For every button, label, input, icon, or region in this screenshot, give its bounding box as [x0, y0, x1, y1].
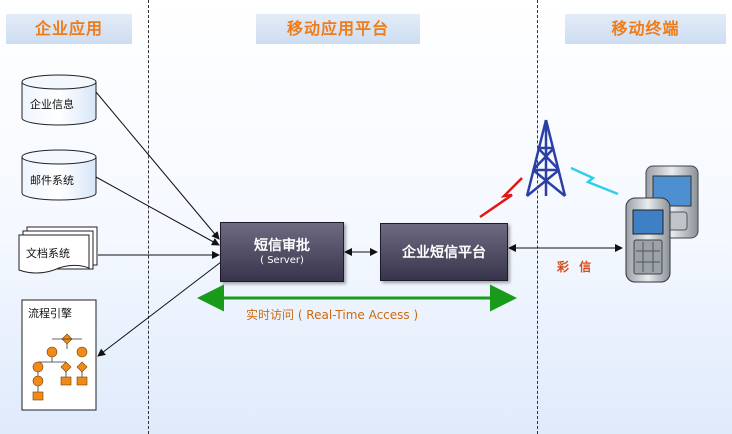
approval-server-title: 短信审批 — [254, 238, 310, 254]
header-enterprise: 企业应用 — [6, 14, 132, 44]
app-label-info: 企业信息 — [30, 98, 74, 111]
approval-server-box: 短信审批 ( Server) — [220, 222, 344, 282]
document-stack-icon — [18, 226, 98, 274]
app-label-docs: 文档系统 — [26, 247, 70, 260]
header-platform: 移动应用平台 — [256, 14, 420, 44]
app-label-mail: 邮件系统 — [30, 174, 74, 187]
arrow-mail-to-server — [95, 176, 220, 246]
database-icon-mail — [21, 149, 97, 201]
realtime-access-label: 实时访问 ( Real-Time Access ) — [246, 308, 419, 322]
cell-tower-icon — [525, 119, 567, 197]
workflow-icon — [21, 299, 97, 411]
separator-right — [537, 0, 538, 434]
signal-red-icon — [479, 177, 523, 219]
mobile-phone-icon — [625, 197, 671, 283]
arrow-info-to-server — [95, 91, 220, 240]
app-label-workflow: 流程引擎 — [28, 307, 72, 320]
approval-server-sub: ( Server) — [260, 255, 304, 266]
sms-platform-title: 企业短信平台 — [402, 245, 486, 261]
signal-cyan-icon — [570, 166, 619, 196]
arrow-server-to-workflow — [97, 261, 222, 357]
mms-label: 彩 信 — [557, 260, 595, 274]
sms-platform-box: 企业短信平台 — [380, 223, 508, 281]
header-terminal: 移动终端 — [565, 14, 726, 44]
database-icon-info — [21, 74, 97, 126]
separator-left — [148, 0, 149, 434]
